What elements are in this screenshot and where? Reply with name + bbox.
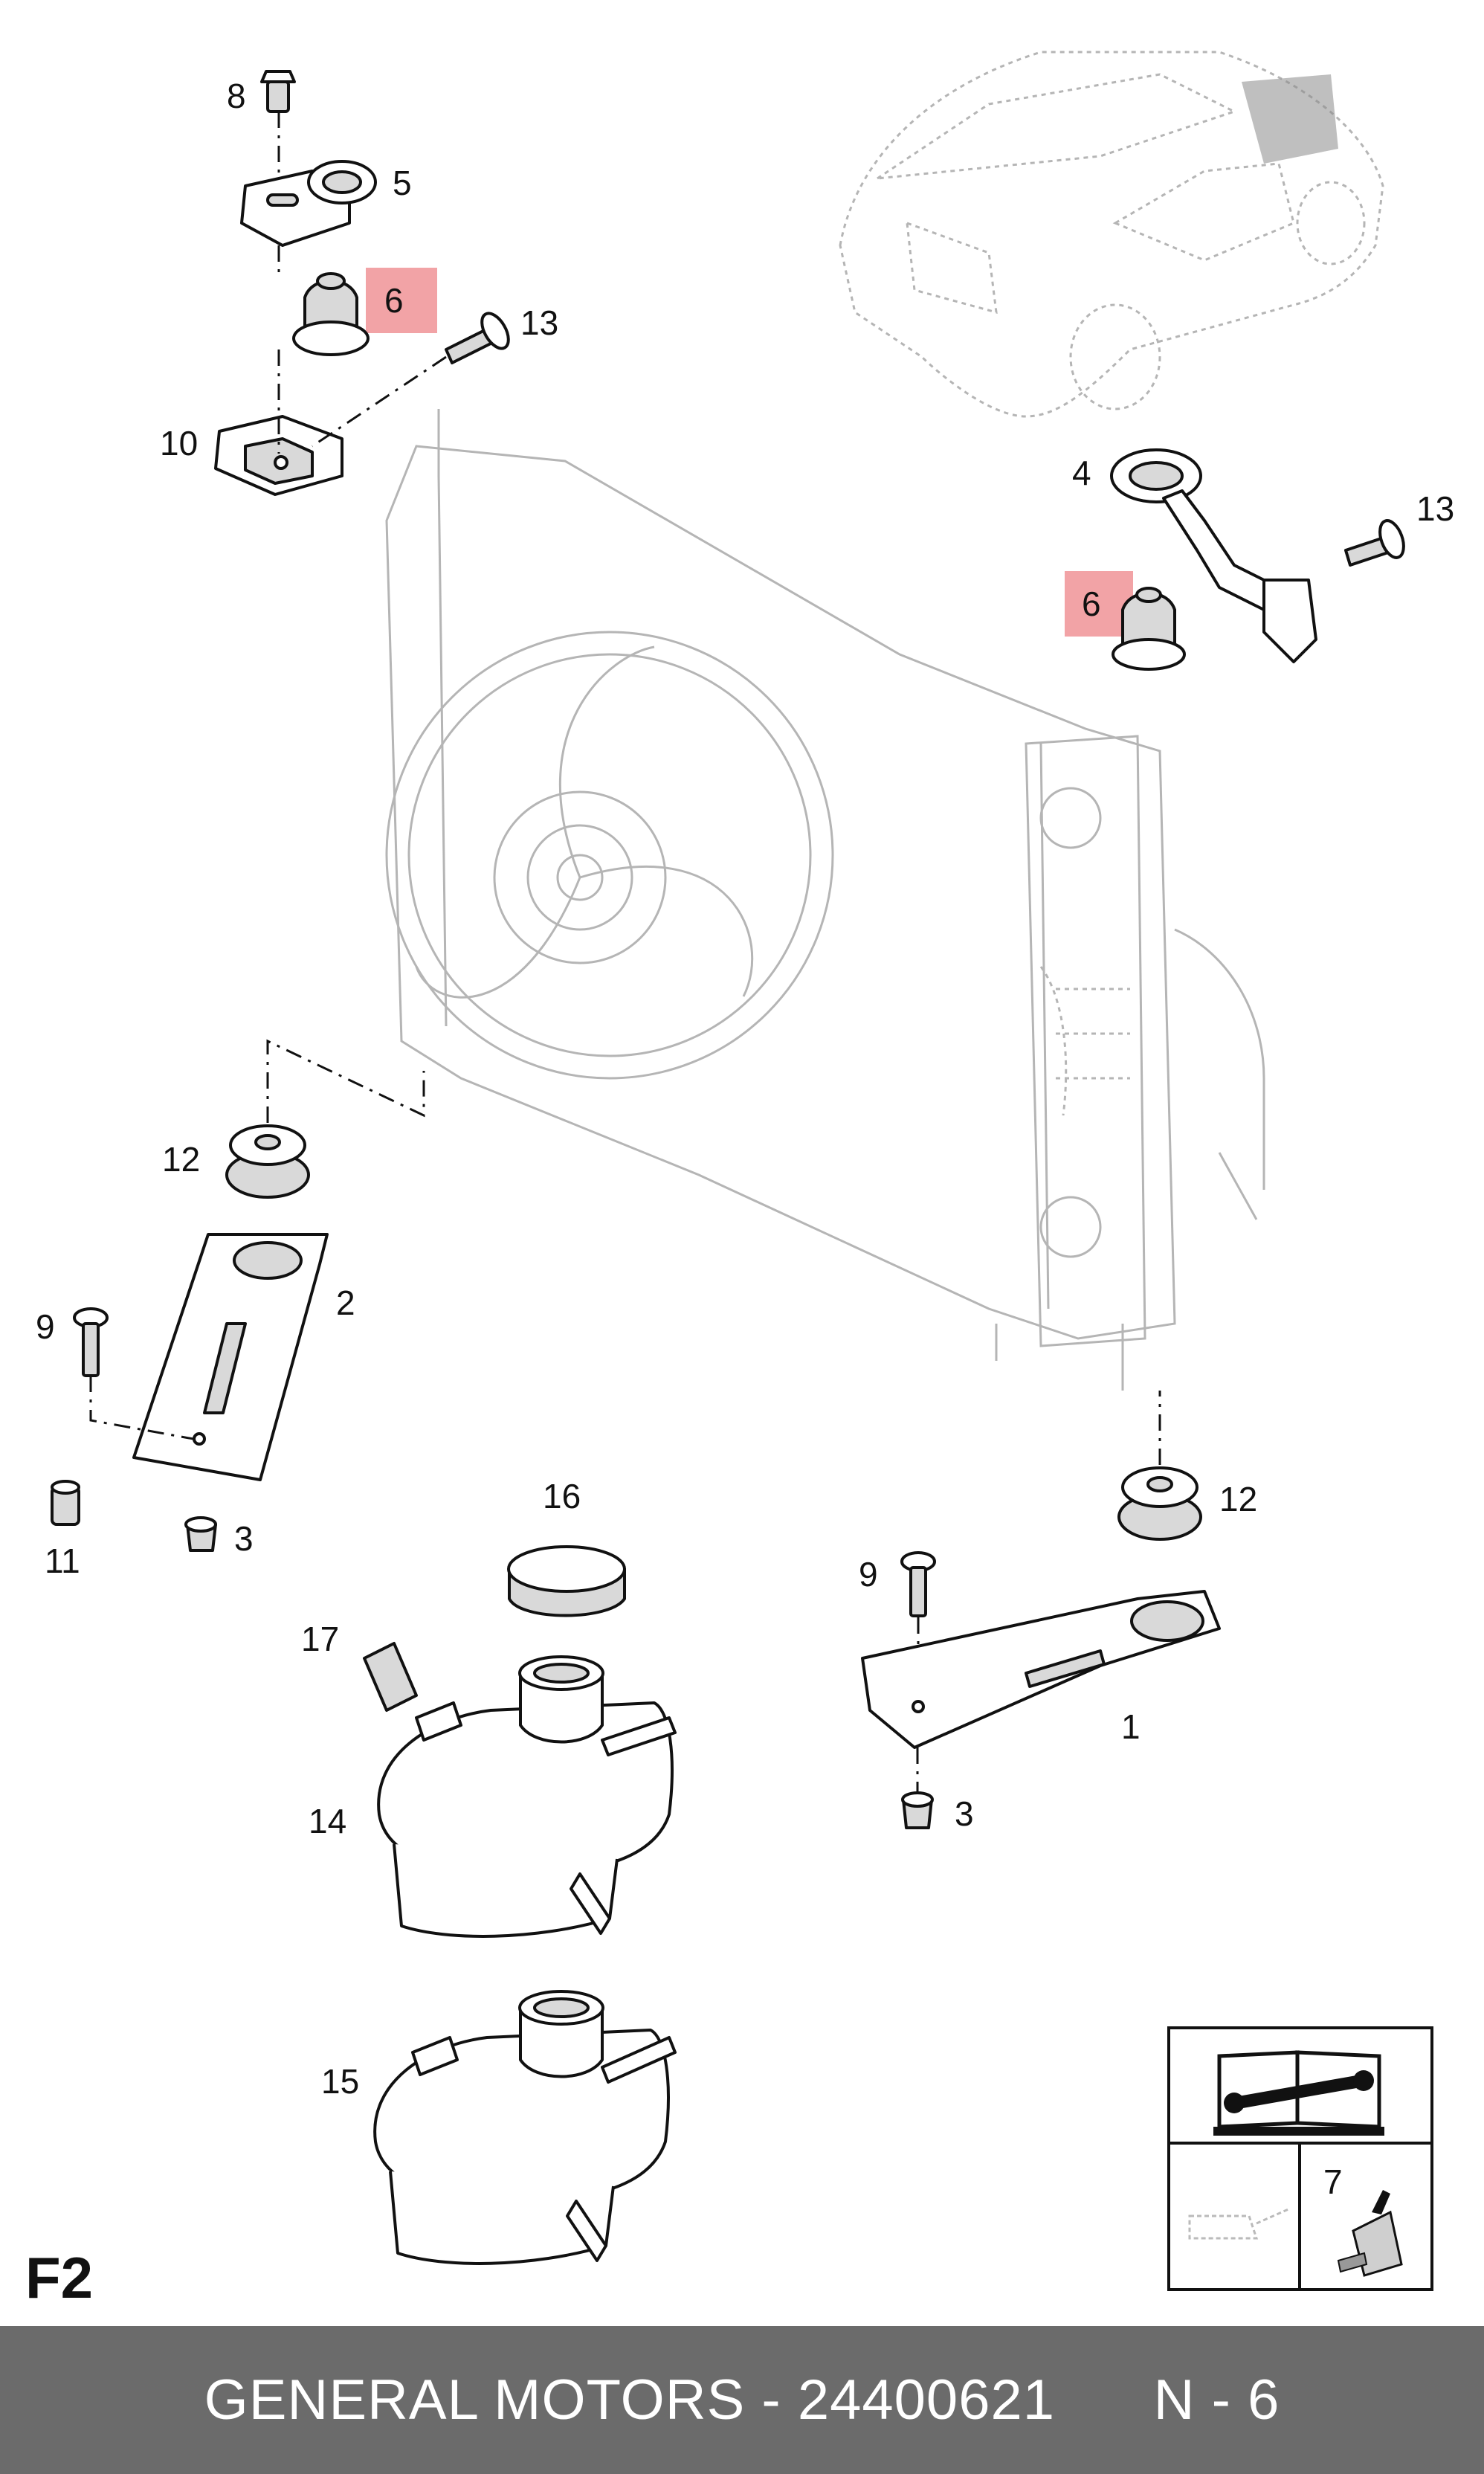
part-8-screw bbox=[260, 70, 296, 113]
part-3-nut-right bbox=[901, 1791, 934, 1829]
part-2-bracket-plate bbox=[132, 1233, 329, 1481]
radiator-fan-assembly bbox=[385, 409, 1265, 1391]
callout-12-left: 12 bbox=[162, 1140, 200, 1179]
highlight-6a bbox=[366, 268, 437, 333]
leader-13-upper bbox=[312, 355, 447, 448]
callout-13-right: 13 bbox=[1416, 489, 1454, 528]
parts-diagram: 8 5 6 13 10 4 13 bbox=[36, 51, 1454, 2291]
callout-8: 8 bbox=[227, 77, 246, 115]
callout-10: 10 bbox=[160, 424, 198, 463]
part-4-bracket-arm bbox=[1110, 448, 1317, 663]
callout-16: 16 bbox=[543, 1477, 581, 1515]
part-12-grommet-left bbox=[225, 1124, 310, 1199]
part-13-screw-upper bbox=[445, 312, 510, 364]
part-11-spacer bbox=[51, 1480, 80, 1526]
part-13-screw-right bbox=[1344, 519, 1405, 567]
part-1-bracket bbox=[861, 1590, 1221, 1749]
callout-4: 4 bbox=[1072, 454, 1091, 492]
callout-7: 7 bbox=[1323, 2162, 1343, 2201]
section-label: F2 bbox=[25, 2245, 94, 2310]
sealant-tube-icon bbox=[1337, 2190, 1403, 2277]
callout-6-upper: 6 bbox=[384, 281, 404, 320]
callout-5: 5 bbox=[393, 164, 412, 202]
part-6-bush-upper bbox=[292, 272, 370, 356]
callout-9-right: 9 bbox=[859, 1555, 878, 1594]
part-12-grommet-right bbox=[1117, 1466, 1202, 1541]
callout-6-right: 6 bbox=[1082, 584, 1101, 623]
callout-14: 14 bbox=[309, 1802, 346, 1840]
callout-15: 15 bbox=[321, 2062, 359, 2101]
callout-1: 1 bbox=[1121, 1707, 1141, 1746]
callout-12-right: 12 bbox=[1219, 1480, 1257, 1518]
part-14-expansion-tank bbox=[377, 1655, 677, 1938]
part-10-bracket bbox=[214, 415, 343, 496]
part-16-cap bbox=[507, 1545, 626, 1617]
footer-text: GENERAL MOTORS - 24400621 N - 6 bbox=[204, 2368, 1280, 2432]
legend-box: 7 bbox=[1167, 2026, 1433, 2291]
part-6-bush-right bbox=[1112, 587, 1186, 671]
part-9-bolt-left bbox=[73, 1307, 109, 1377]
part-9-bolt-right bbox=[900, 1551, 936, 1617]
part-17-clip bbox=[363, 1642, 418, 1712]
part-15-expansion-tank bbox=[373, 1990, 677, 2265]
callout-11: 11 bbox=[45, 1542, 80, 1580]
callout-13-upper: 13 bbox=[520, 303, 558, 342]
callout-3-left: 3 bbox=[234, 1519, 254, 1558]
vehicle-outline bbox=[839, 51, 1384, 418]
footer-bar: GENERAL MOTORS - 24400621 N - 6 bbox=[0, 2326, 1484, 2474]
callout-3-right: 3 bbox=[955, 1794, 974, 1833]
part-5-bracket bbox=[240, 160, 377, 247]
leader-12-left bbox=[266, 1039, 425, 1123]
oil-can-icon bbox=[1188, 2207, 1291, 2240]
leader-9-left bbox=[89, 1376, 194, 1440]
workshop-manual-icon bbox=[1213, 2050, 1384, 2136]
callout-9-left: 9 bbox=[36, 1307, 55, 1346]
callout-17: 17 bbox=[301, 1620, 339, 1658]
part-3-nut-left bbox=[184, 1516, 217, 1552]
callout-2: 2 bbox=[336, 1283, 355, 1322]
